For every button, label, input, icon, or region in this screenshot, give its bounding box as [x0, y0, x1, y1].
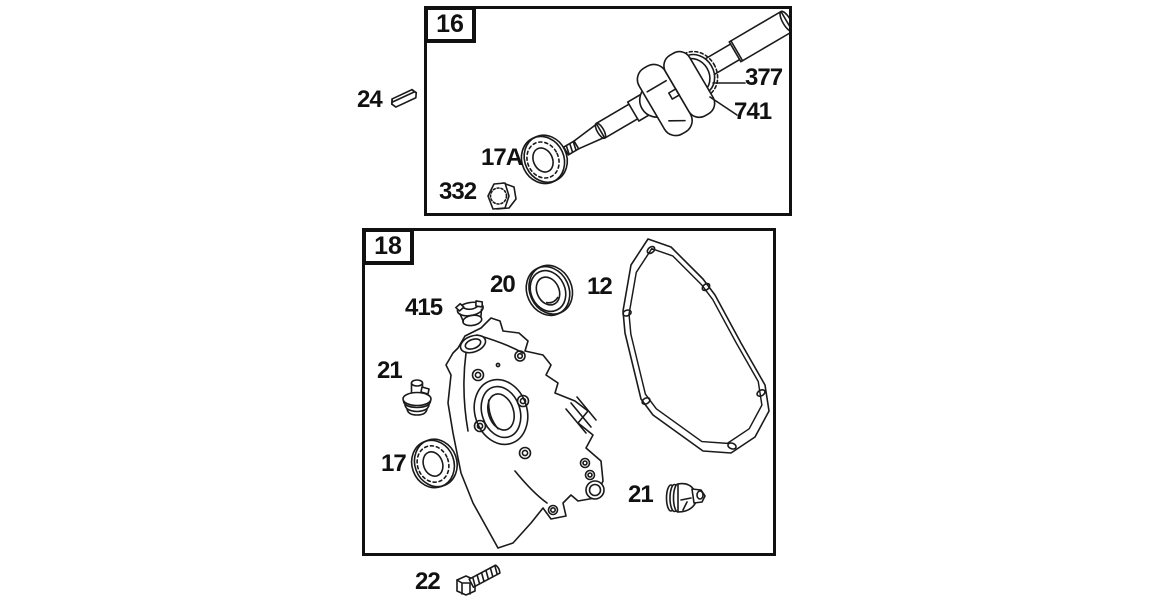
- callout-24: 24: [357, 86, 383, 113]
- panel-16-crankshaft: 16: [424, 6, 792, 216]
- callout-22: 22: [415, 568, 441, 595]
- crankcase-cover-drawing: [402, 238, 770, 549]
- panel-18-crankcase-cover: 18: [362, 228, 776, 556]
- ball-bearing-17a: [520, 134, 569, 185]
- crankshaft-key-24: [390, 88, 418, 108]
- gasket: [622, 238, 770, 454]
- sump-bolt-22: [456, 564, 501, 596]
- panel-18-tag: 18: [362, 228, 414, 265]
- cover-bolt-holes: [471, 350, 596, 481]
- drain-plug-21-left: [402, 379, 432, 416]
- panel-16-tag-label: 16: [436, 10, 464, 38]
- callout-415: 415: [405, 294, 443, 321]
- crank-webs: [636, 50, 716, 137]
- leader-741: [709, 96, 738, 116]
- callout-12: 12: [587, 273, 613, 300]
- callout-21-right: 21: [628, 481, 654, 508]
- cover-body: [445, 317, 605, 549]
- oil-seal-20: [525, 264, 574, 317]
- panel-16-tag: 16: [424, 6, 476, 43]
- crankshaft-drawing: [487, 10, 789, 210]
- ball-bearing-17: [410, 438, 458, 489]
- callout-17: 17: [381, 450, 407, 477]
- crankshaft-shaft: [562, 10, 789, 156]
- callout-741: 741: [734, 98, 772, 125]
- callout-17a: 17A: [481, 144, 523, 171]
- panel-18-tag-label: 18: [374, 232, 402, 260]
- drain-plug-21-right: [665, 482, 706, 513]
- callout-332: 332: [439, 178, 477, 205]
- breather-plug-415: [455, 300, 484, 327]
- callout-377: 377: [745, 64, 783, 91]
- hex-nut-332: [487, 182, 517, 210]
- callout-20: 20: [490, 271, 516, 298]
- callout-21-left: 21: [377, 357, 403, 384]
